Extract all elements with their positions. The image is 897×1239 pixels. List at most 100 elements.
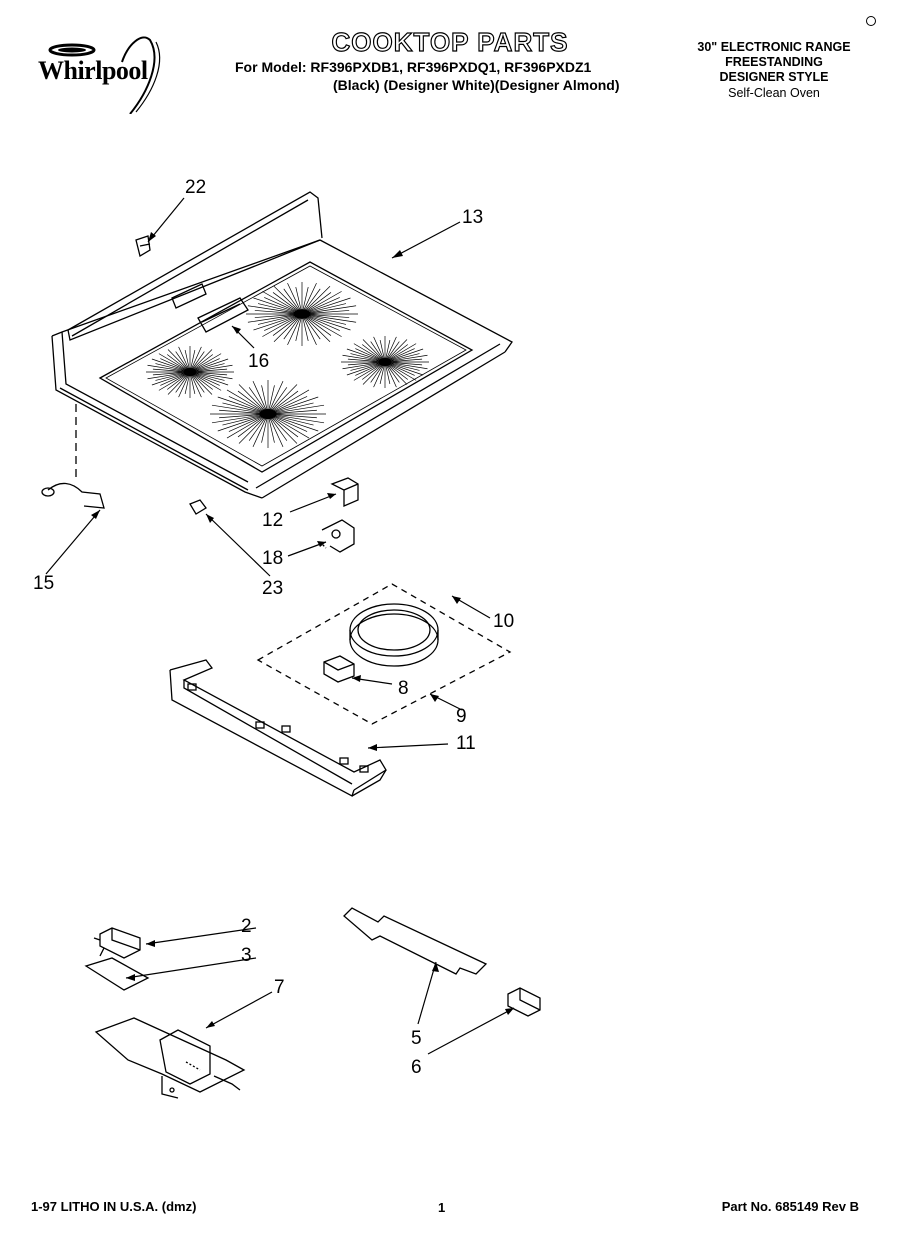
burner-ray xyxy=(160,358,186,371)
burner-ray xyxy=(273,317,299,342)
burner-ray xyxy=(272,316,299,336)
burner-ray xyxy=(362,364,382,380)
burner-ray xyxy=(158,353,187,371)
product-line-2: FREESTANDING xyxy=(725,55,823,69)
burner-ray xyxy=(222,402,262,413)
burner-ray xyxy=(308,315,347,325)
variant-line: (Black) (Designer White)(Designer Almond… xyxy=(333,77,620,93)
burner-ray xyxy=(194,372,225,381)
burner-ray xyxy=(346,363,381,376)
cooktop-assembly xyxy=(51,191,513,499)
burner-ray xyxy=(350,362,381,371)
burner-ray xyxy=(295,286,302,311)
burner-ray xyxy=(167,374,187,390)
burner-ray xyxy=(272,390,299,412)
callout-3: 3 xyxy=(241,945,252,966)
burner-ray xyxy=(302,317,309,342)
burner-ray xyxy=(270,387,288,411)
burner-ray xyxy=(253,297,297,313)
burner-ray xyxy=(193,373,222,391)
burner-ray xyxy=(158,373,187,391)
callout-15: 15 xyxy=(33,573,55,594)
burner-ray xyxy=(387,339,408,360)
burner-ray xyxy=(355,348,381,361)
burner-ray xyxy=(287,282,301,311)
burner-ray xyxy=(389,348,424,361)
burner-ray xyxy=(273,396,319,413)
burner-ray xyxy=(272,292,299,312)
burner-ray xyxy=(386,364,397,388)
burner-ray xyxy=(268,385,275,411)
burner-ray xyxy=(192,349,213,370)
burner-ray xyxy=(390,358,423,362)
burner-ray xyxy=(237,416,264,438)
burner-ray xyxy=(252,417,267,447)
burner-ray xyxy=(211,414,262,424)
burner-ray xyxy=(195,364,233,372)
burner-ray xyxy=(379,340,385,359)
burner-ray xyxy=(272,389,310,412)
burner-ray xyxy=(248,417,266,441)
callout-16: 16 xyxy=(248,351,270,372)
burner-ray xyxy=(274,414,325,424)
burner-ray xyxy=(274,415,314,426)
burner-ray xyxy=(305,286,331,311)
burner-ray xyxy=(387,364,408,385)
burner-ray xyxy=(147,364,185,372)
burner-ray xyxy=(219,409,262,414)
burner-ray xyxy=(193,374,213,390)
burner-ray xyxy=(194,373,220,386)
burner-ray xyxy=(273,286,299,311)
burner-ray xyxy=(308,305,357,314)
burner-ray xyxy=(175,351,189,370)
part-number: Part No. 685149 Rev B xyxy=(721,1199,859,1214)
litho-note: 1-97 LITHO IN U.S.A. (dmz) xyxy=(31,1199,197,1214)
burner-ray xyxy=(237,390,264,412)
burner-center xyxy=(259,408,277,420)
burner-ray xyxy=(308,314,350,318)
burner-ray xyxy=(274,404,325,414)
burner-ray xyxy=(167,374,188,395)
burner-ray xyxy=(226,416,264,439)
page-number: 1 xyxy=(438,1200,446,1215)
part-3-pad xyxy=(84,957,150,991)
burner-ray xyxy=(257,315,296,325)
burner-ray xyxy=(388,363,417,381)
burner-ray xyxy=(193,353,222,371)
burner-ray xyxy=(346,348,381,361)
burner-ray xyxy=(386,341,400,360)
burner-ray xyxy=(347,362,380,366)
burner-ray xyxy=(386,336,397,360)
burner-ray xyxy=(193,354,213,370)
burner-ray xyxy=(355,363,381,376)
product-line-1: 30" ELECTRONIC RANGE xyxy=(697,40,851,54)
part-9-element xyxy=(349,603,439,667)
burner-ray xyxy=(151,358,186,371)
burner-ray xyxy=(261,385,268,411)
burner-ray xyxy=(211,404,262,414)
part-6-block xyxy=(507,987,541,1017)
burner-ray xyxy=(167,349,188,370)
product-line-3: DESIGNER STYLE xyxy=(719,70,829,84)
burner-ray xyxy=(389,362,420,371)
burner-ray xyxy=(247,305,296,314)
burner-ray xyxy=(274,414,317,419)
whirlpool-logo xyxy=(48,36,161,114)
burner-ray xyxy=(238,417,265,444)
burner-center xyxy=(183,368,197,376)
part-16-trim xyxy=(197,297,249,333)
burner-ray xyxy=(160,373,186,386)
part-12-bracket xyxy=(330,477,359,507)
burner-ray xyxy=(283,317,300,340)
burner-ray xyxy=(370,341,384,360)
burner-ray xyxy=(228,416,263,432)
burner-ray xyxy=(194,358,229,371)
burner-ray xyxy=(195,372,228,376)
burner-ray xyxy=(268,417,275,443)
burner-ray xyxy=(390,362,428,370)
callout-23: 23 xyxy=(262,578,284,599)
burner-ray xyxy=(262,291,298,312)
burner-ray xyxy=(389,363,415,376)
burner-ray xyxy=(362,339,383,360)
burner-center xyxy=(378,358,392,366)
